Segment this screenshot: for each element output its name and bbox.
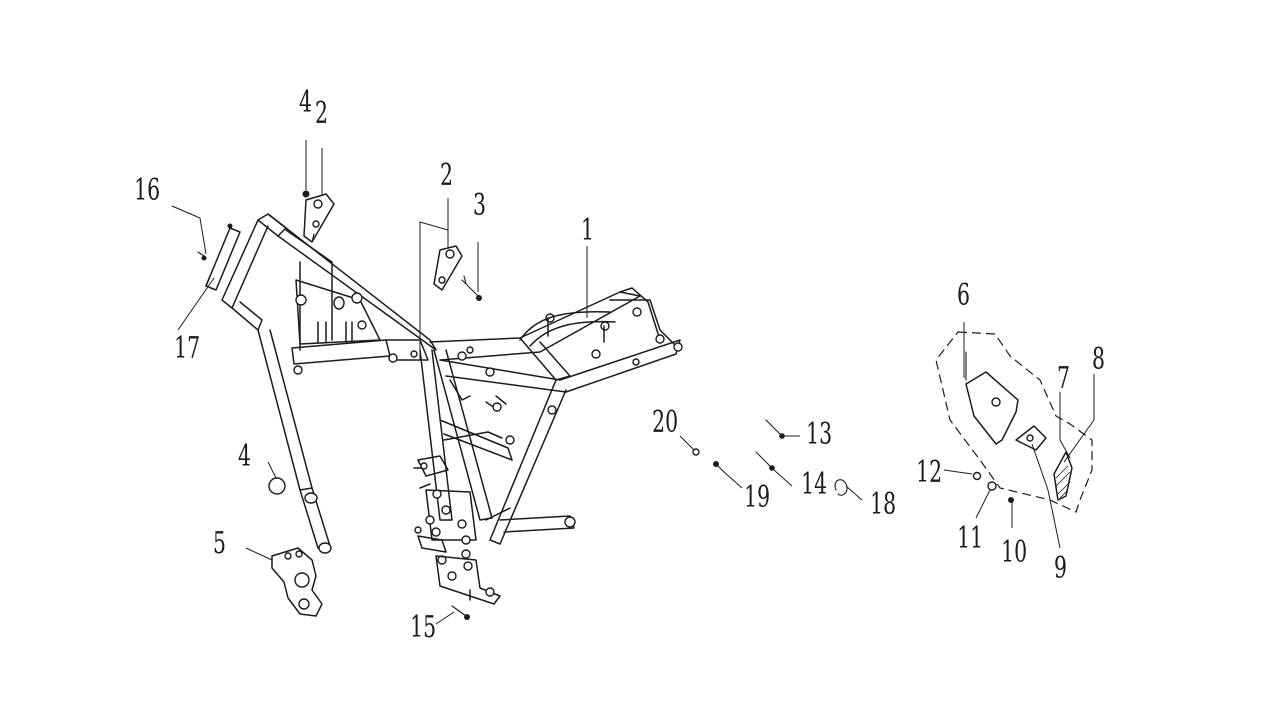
label-18: 18 <box>870 487 896 522</box>
label-1: 1 <box>581 213 594 248</box>
washer-4 <box>268 477 286 495</box>
label-14: 14 <box>801 467 827 502</box>
bolt-14 <box>755 451 775 471</box>
label-13: 13 <box>806 417 832 452</box>
label-3: 3 <box>473 188 486 223</box>
label-10: 10 <box>1001 535 1027 570</box>
guard-plate-5 <box>271 547 323 617</box>
bolt-19 <box>713 461 725 473</box>
label-16: 16 <box>134 173 160 208</box>
label-9: 9 <box>1054 551 1067 586</box>
bolt-3 <box>461 275 482 301</box>
label-7: 7 <box>1057 361 1070 396</box>
label-17: 17 <box>174 331 200 366</box>
assembly-6-12 <box>935 331 1093 513</box>
callout-labels: 1 2 2 3 4 4 5 6 7 8 9 10 11 12 13 14 15 … <box>134 85 1105 645</box>
bolt-13 <box>765 419 785 439</box>
label-6: 6 <box>957 278 970 313</box>
bracket-16-17 <box>197 223 241 291</box>
label-19: 19 <box>744 480 770 515</box>
label-12: 12 <box>916 455 942 490</box>
bracket-2-upper <box>303 193 335 243</box>
leader-lines <box>171 140 1095 625</box>
label-11: 11 <box>957 521 983 556</box>
label-2-upper: 2 <box>315 96 328 131</box>
bolt-15 <box>451 605 470 620</box>
label-8: 8 <box>1092 342 1105 377</box>
clip-18 <box>834 479 848 496</box>
label-20: 20 <box>652 405 678 440</box>
main-frame <box>221 213 683 605</box>
label-4-upper: 4 <box>299 85 312 120</box>
label-4-lower: 4 <box>238 439 251 474</box>
bolt-4-upper <box>302 190 310 198</box>
label-5: 5 <box>213 526 226 561</box>
bolt-20 <box>692 448 700 456</box>
label-2-center: 2 <box>440 158 453 193</box>
label-15: 15 <box>410 610 436 645</box>
bracket-2-center <box>433 245 463 291</box>
